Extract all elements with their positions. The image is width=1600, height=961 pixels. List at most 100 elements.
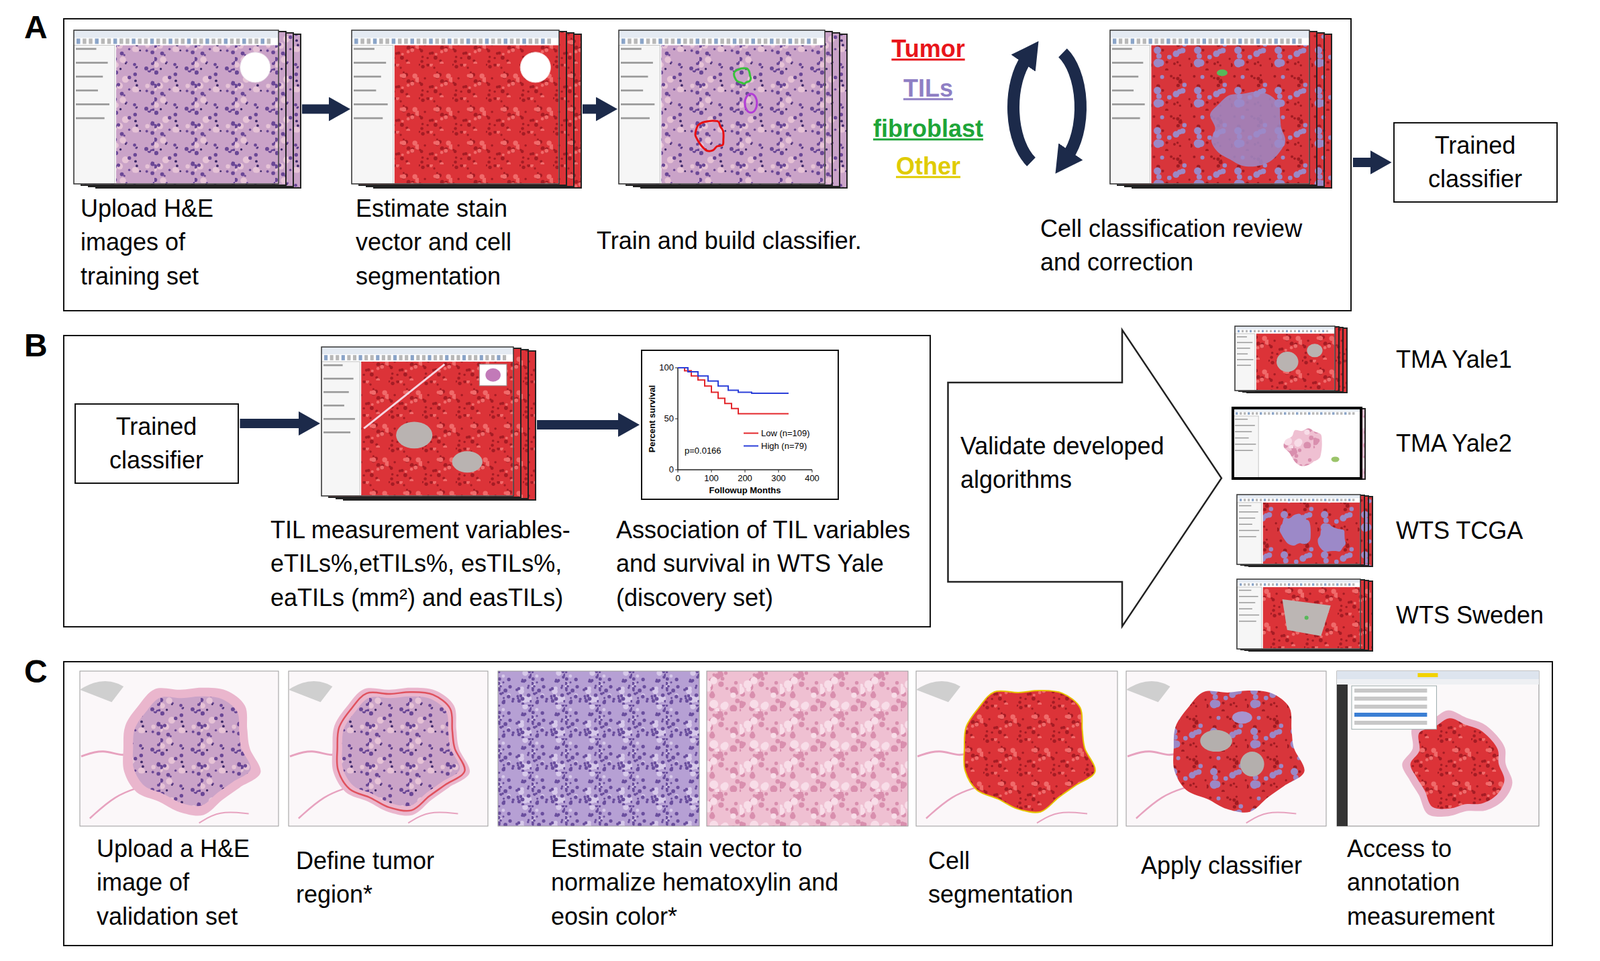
drawing-rect [397, 38, 403, 44]
drawing-rect [351, 44, 394, 184]
drawing-rect [288, 671, 488, 827]
drawing-path [734, 68, 752, 84]
drawing-rect [1239, 498, 1242, 502]
drawing-rect [353, 89, 376, 92]
drawing-rect [341, 355, 345, 361]
legend-item: Low (n=109) [743, 428, 811, 439]
step-caption: Define tumor region* [295, 844, 471, 913]
drawing-rect [1238, 517, 1256, 519]
drawing-g [351, 30, 582, 188]
drawing-rect [236, 38, 240, 44]
drawing-rect [1308, 412, 1311, 415]
drawing-rect [1344, 412, 1347, 415]
drawing-rect [620, 117, 650, 120]
drawing-rect [1247, 412, 1250, 415]
plot-label: 0 [669, 465, 674, 476]
drawing-rect [410, 355, 415, 361]
drawing-rect [230, 38, 234, 44]
drawing-rect [444, 355, 449, 361]
drawing-rect [433, 355, 437, 361]
drawing-rect [633, 38, 638, 44]
drawing-rect [640, 38, 645, 44]
stacked-page [1132, 34, 1332, 188]
drawing-path [1136, 787, 1187, 819]
thumbnail-illustration [618, 30, 847, 188]
drawing-rect [1316, 498, 1319, 502]
drawing-rect [351, 30, 560, 184]
drawing-rect [75, 103, 110, 106]
drawing-rect [335, 355, 339, 361]
thumbnail-illustration [1110, 30, 1332, 188]
drawing-rect [107, 38, 111, 44]
dataset-thumbnail: WTS TCGA [1236, 494, 1373, 567]
drawing-rect [1238, 38, 1242, 44]
drawing-path [408, 812, 458, 824]
drawing-line [675, 367, 678, 369]
drawing-rect [1267, 412, 1270, 415]
plot-label: p=0.0166 [684, 446, 722, 457]
panel-frame: BTrained classifierTIL measurement varia… [63, 334, 931, 628]
drawing-path [1036, 812, 1088, 824]
drawing-rect [73, 30, 279, 38]
drawing-rect [534, 38, 539, 44]
step-thumbnail: Upload a H&E image of validation set [79, 671, 279, 827]
drawing-rect [1324, 498, 1327, 502]
drawing-rect [677, 38, 682, 44]
drawing-rect [478, 38, 483, 44]
drawing-rect [702, 38, 707, 44]
drawing-rect [1208, 38, 1213, 44]
drawing-rect [375, 355, 380, 361]
drawing-ellipse [744, 93, 758, 113]
drawing-rect [1320, 498, 1323, 502]
drawing-path [1126, 681, 1171, 703]
drawing-rect [1255, 498, 1258, 502]
drawing-rect [1236, 353, 1248, 356]
drawing-rect [1172, 38, 1176, 44]
drawing-line [812, 469, 813, 473]
drawing-g [1110, 30, 1332, 188]
drawing-rect [1283, 412, 1286, 415]
drawing-rect [364, 355, 368, 361]
drawing-rect [1263, 498, 1266, 502]
drawing-line [711, 469, 713, 473]
class-label: Tumor [891, 34, 965, 63]
thumbnail-illustration [79, 671, 279, 827]
stacked-page [1248, 581, 1373, 652]
drawing-g [916, 671, 1118, 827]
flow-arrow [240, 418, 307, 429]
drawing-rect [1348, 412, 1351, 415]
drawing-rect [1110, 30, 1310, 184]
drawing-rect [1271, 412, 1274, 415]
drawing-rect [1262, 38, 1266, 44]
drawing-rect [410, 38, 415, 44]
drawing-rect [1236, 359, 1254, 361]
drawing-rect [1267, 498, 1270, 502]
class-label: Other [895, 152, 961, 180]
drawing-path [298, 787, 349, 819]
drawing-path [1410, 718, 1505, 809]
drawing-rect [381, 355, 386, 361]
drawing-rect [387, 355, 391, 361]
drawing-rect [404, 355, 409, 361]
drawing-rect [1340, 583, 1343, 586]
drawing-rect [466, 38, 471, 44]
drawing-rect [689, 38, 694, 44]
drawing-rect [726, 38, 731, 44]
drawing-rect [1354, 712, 1427, 717]
drawing-rect [323, 364, 343, 367]
step-caption: Association of TIL variables and surviva… [616, 513, 922, 615]
drawing-rect [502, 355, 507, 361]
drawing-rect [367, 38, 372, 44]
drawing-rect [1257, 330, 1260, 333]
drawing-rect [1110, 30, 1310, 184]
drawing-rect [1118, 38, 1123, 44]
drawing-rect [1234, 449, 1254, 452]
drawing-g [497, 671, 909, 827]
drawing-rect [1283, 583, 1286, 586]
drawing-rect [1417, 673, 1438, 678]
drawing-rect [321, 346, 514, 496]
drawing-rect [1322, 330, 1325, 333]
drawing-rect [1166, 38, 1170, 44]
drawing-rect [1320, 412, 1323, 415]
drawing-rect [404, 38, 409, 44]
